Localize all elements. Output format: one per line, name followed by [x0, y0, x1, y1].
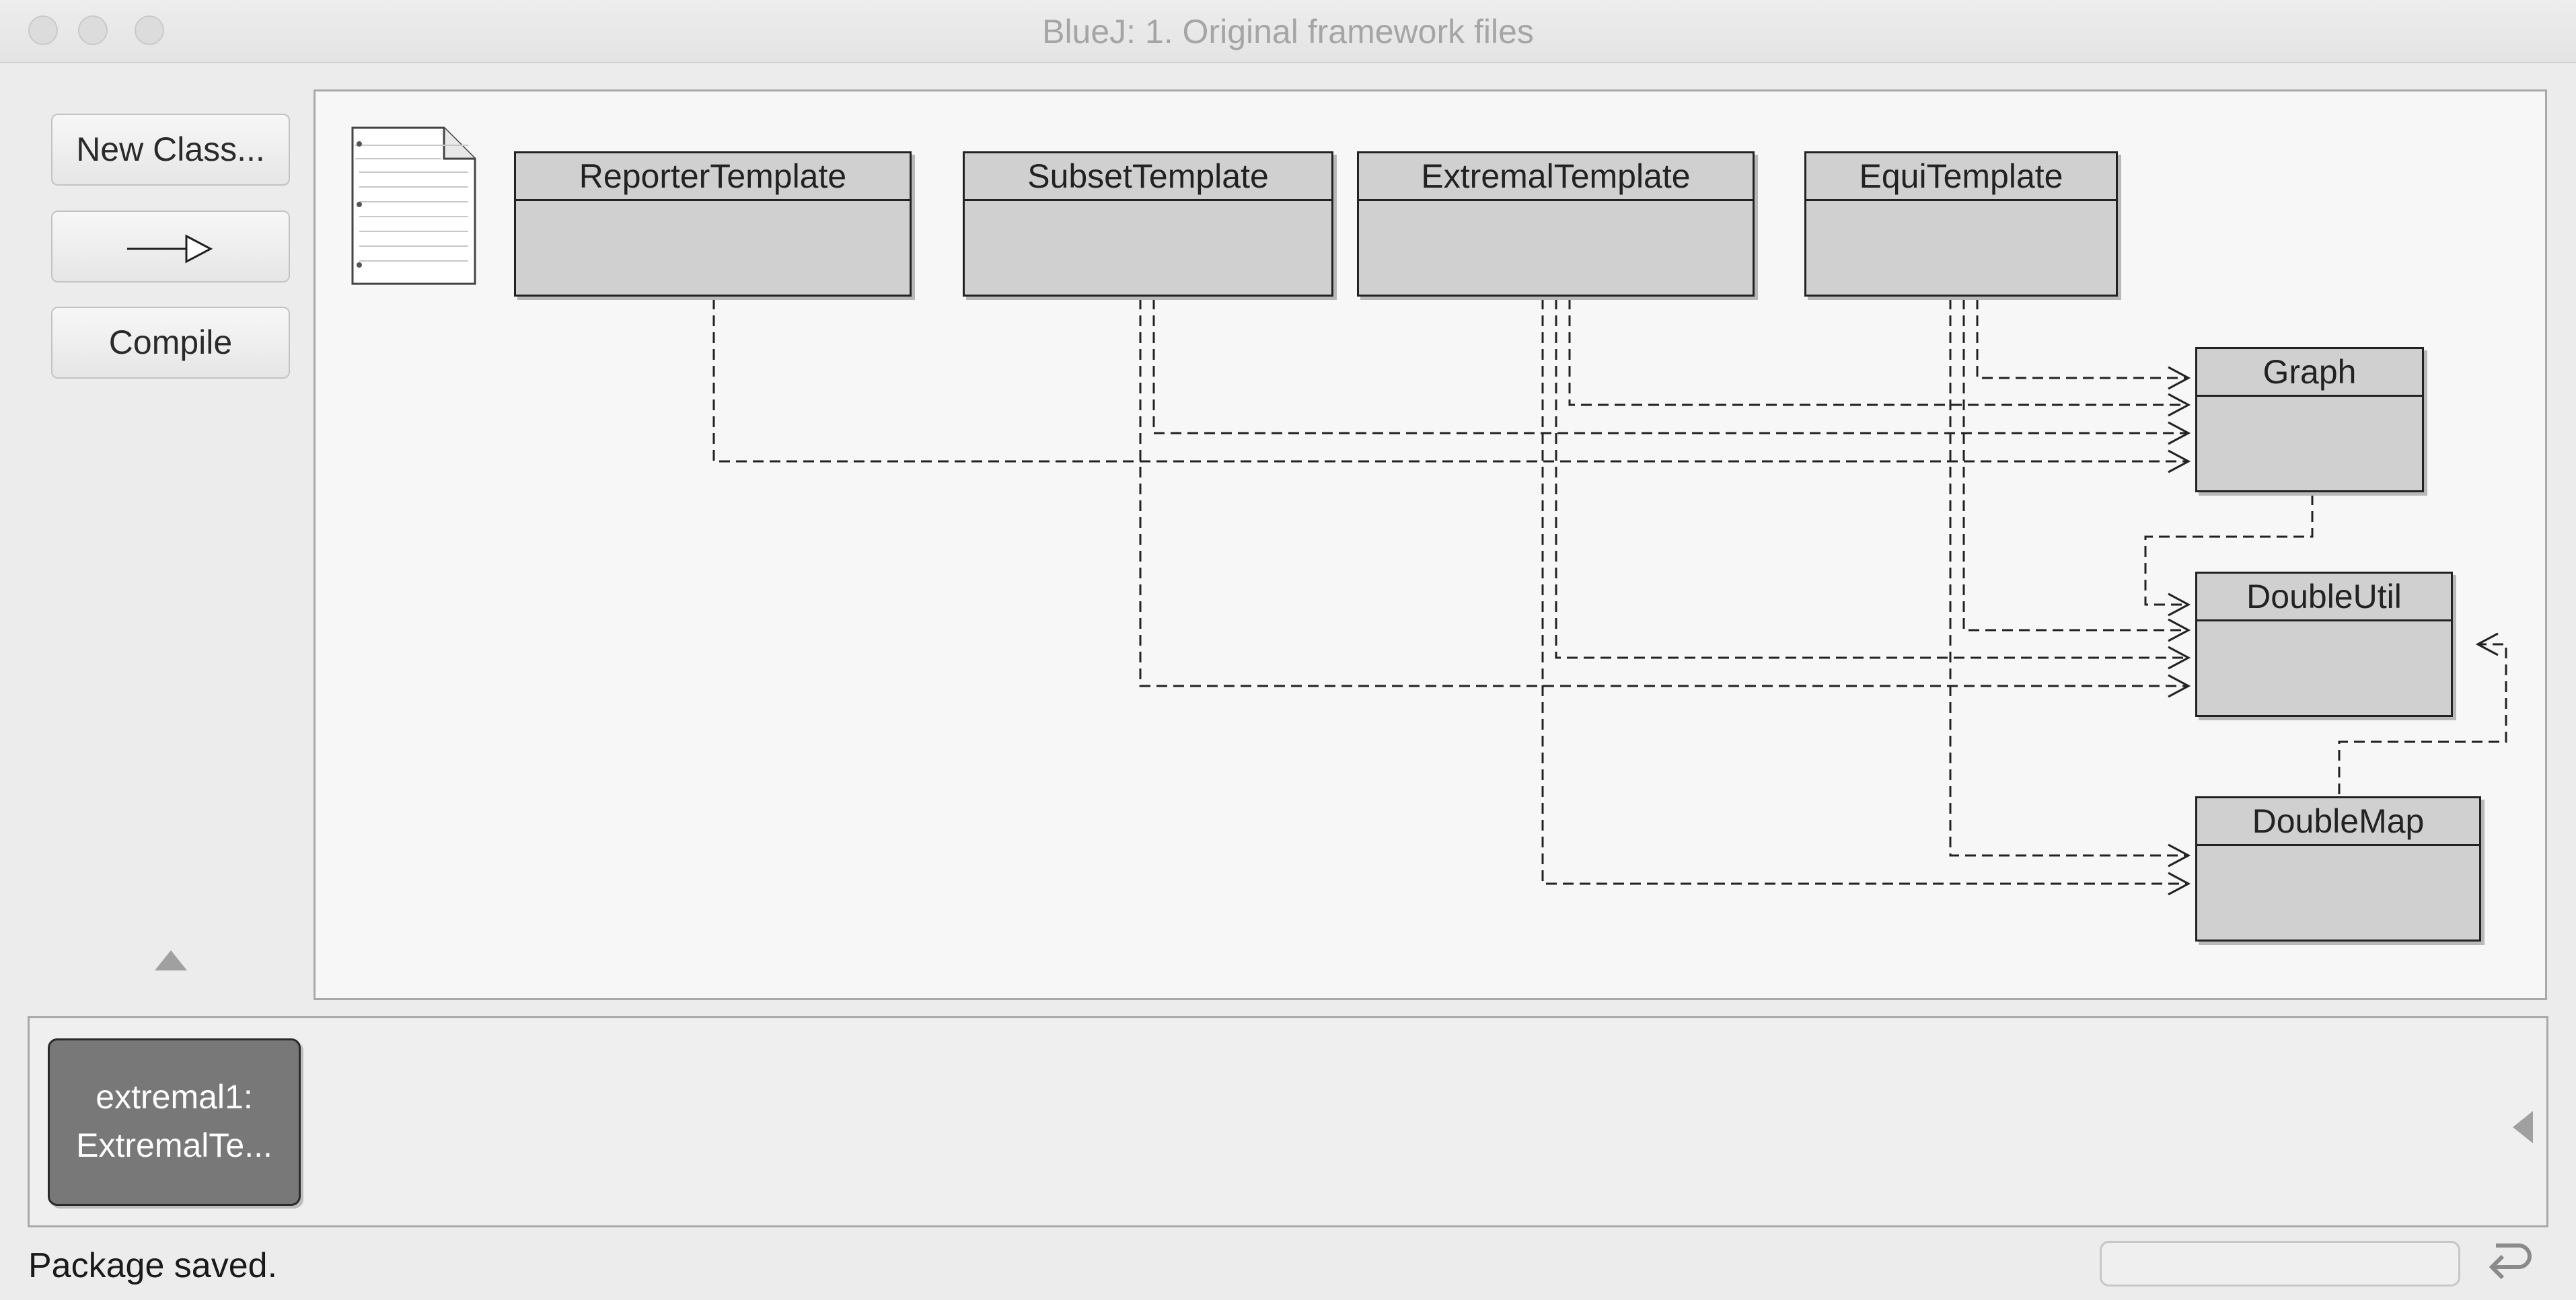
new-inheritance-arrow-button[interactable]	[51, 211, 290, 282]
dependency-arrow	[1949, 299, 2188, 857]
new-class-button[interactable]: New Class...	[51, 114, 290, 186]
class-name: ExtremalTemplate	[1359, 153, 1753, 201]
object-bench[interactable]: extremal1: ExtremalTe...	[28, 1016, 2548, 1227]
class-subset-template[interactable]: SubsetTemplate	[963, 151, 1333, 297]
arrowhead	[2168, 872, 2191, 896]
dependency-arrow	[1976, 299, 2188, 379]
dependency-arrow	[1139, 299, 2188, 687]
progress-bar	[2100, 1241, 2460, 1287]
arrowhead	[2475, 632, 2499, 656]
class-double-map[interactable]: DoubleMap	[2195, 796, 2481, 942]
class-name: DoubleMap	[2197, 798, 2479, 846]
collapse-left-icon[interactable]	[2513, 1111, 2533, 1143]
arrowhead	[2168, 674, 2191, 698]
arrowhead	[2168, 366, 2191, 390]
class-graph[interactable]: Graph	[2195, 347, 2424, 492]
inheritance-arrow-icon	[126, 234, 213, 264]
dependency-arrow	[712, 299, 2188, 463]
object-extremal1[interactable]: extremal1: ExtremalTe...	[48, 1038, 301, 1206]
compile-button[interactable]: Compile	[51, 307, 290, 379]
object-name: extremal1:	[96, 1078, 253, 1116]
dependency-arrows	[712, 299, 2507, 896]
dependency-arrow	[1962, 299, 2188, 632]
zoom-window-icon[interactable]	[135, 15, 164, 45]
object-type: ExtremalTe...	[76, 1126, 272, 1164]
dependency-arrow	[1568, 299, 2188, 406]
dependency-arrow	[2338, 643, 2507, 794]
minimize-window-icon[interactable]	[78, 15, 108, 45]
dependency-arrow	[2144, 494, 2314, 606]
title-bar: BlueJ: 1. Original framework files	[0, 0, 2576, 63]
dependency-arrow	[1541, 299, 2188, 885]
dependency-arrow	[1152, 299, 2188, 434]
class-diagram-canvas[interactable]: ReporterTemplate SubsetTemplate Extremal…	[314, 89, 2547, 1000]
class-name: Graph	[2197, 349, 2422, 397]
class-name: ReporterTemplate	[516, 153, 910, 201]
class-reporter-template[interactable]: ReporterTemplate	[514, 151, 912, 297]
class-name: DoubleUtil	[2197, 574, 2451, 621]
package-readme-icon[interactable]	[350, 125, 478, 286]
arrowhead	[2168, 393, 2191, 417]
class-extremal-template[interactable]: ExtremalTemplate	[1357, 151, 1755, 297]
arrowhead	[2168, 449, 2191, 473]
class-equi-template[interactable]: EquiTemplate	[1804, 151, 2118, 297]
arrowhead	[2168, 646, 2191, 670]
arrowhead	[2168, 843, 2191, 868]
class-double-util[interactable]: DoubleUtil	[2195, 572, 2453, 717]
class-name: SubsetTemplate	[965, 153, 1331, 201]
status-message: Package saved.	[28, 1246, 278, 1285]
arrowhead	[2168, 421, 2191, 445]
class-name: EquiTemplate	[1806, 153, 2116, 201]
arrowhead	[2168, 592, 2191, 617]
return-arrow-icon[interactable]	[2482, 1236, 2534, 1287]
dependency-arrow	[1555, 299, 2188, 659]
window-title: BlueJ: 1. Original framework files	[1042, 13, 1534, 50]
close-window-icon[interactable]	[28, 15, 58, 45]
collapse-up-icon[interactable]	[155, 950, 187, 970]
arrowhead	[2168, 618, 2191, 642]
